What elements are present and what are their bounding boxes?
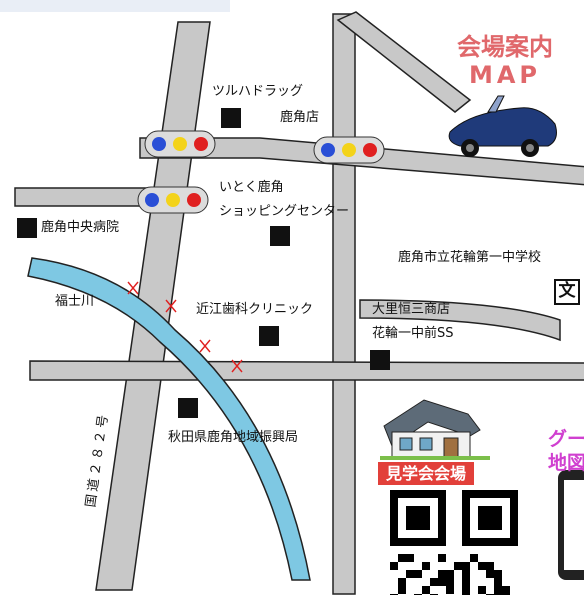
- office-marker: [178, 398, 198, 418]
- school-symbol: 文: [554, 279, 580, 305]
- bridge-marks: [127, 281, 243, 373]
- itoku-sc-label: ショッピングセンター: [219, 204, 350, 219]
- itoku-label: いとく鹿角: [219, 180, 284, 195]
- office-label: 秋田県鹿角地域振興局: [168, 430, 299, 445]
- tsuruha-marker: [221, 108, 241, 128]
- house-icon: [380, 399, 490, 460]
- car-icon: [448, 95, 557, 157]
- vertical-road-right: [332, 13, 356, 595]
- tsuruha-label: ツルハドラッグ: [212, 84, 304, 99]
- clinic-marker: [259, 326, 279, 346]
- top-banner-strip: [0, 0, 230, 12]
- venue-badge: 見学会会場: [378, 462, 475, 486]
- traffic-signal-1: [144, 130, 216, 158]
- hospital-label: 鹿角中央病院: [41, 220, 120, 235]
- smartphone-icon: [558, 470, 584, 580]
- google-map-label-line2: 地図: [548, 452, 584, 474]
- fukushi-river: [27, 257, 311, 581]
- traffic-signal-3: [137, 186, 209, 214]
- qr-code: [387, 487, 521, 595]
- hanawa-ss-label: 花輪一中前SS: [372, 326, 454, 341]
- map-title-line1: 会場案内: [457, 33, 553, 61]
- lower-horizontal-road: [29, 360, 584, 381]
- route-282-road: [95, 21, 211, 591]
- clinic-label: 近江歯科クリニック: [196, 302, 314, 317]
- itoku-marker: [270, 226, 290, 246]
- tsuruha-branch-label: 鹿角店: [280, 110, 320, 125]
- osato-label: 大里恒三商店: [372, 302, 451, 317]
- map-title: 会場案内 MAP: [430, 33, 580, 89]
- traffic-signal-2: [313, 136, 385, 164]
- hospital-marker: [17, 218, 37, 238]
- hanawa-ss-marker: [370, 350, 390, 370]
- google-map-label-line1: グー: [548, 428, 584, 450]
- map-title-line2: MAP: [468, 60, 542, 89]
- river-label: 福士川: [55, 294, 95, 309]
- school-label: 鹿角市立花輪第一中学校: [398, 250, 542, 265]
- diagonal-road-top: [336, 11, 472, 113]
- school-road: [359, 299, 561, 342]
